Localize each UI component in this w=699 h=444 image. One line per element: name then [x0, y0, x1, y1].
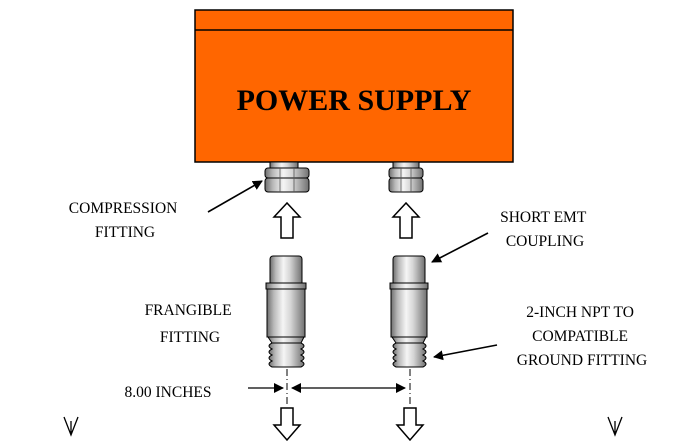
- right-frangible-fitting: [389, 255, 429, 368]
- short-emt-coupling-leader: [431, 232, 489, 263]
- frangible-fitting-label: FRANGIBLE FITTING: [145, 302, 236, 346]
- power-supply-body: [194, 9, 514, 163]
- ground-symbol-icon: [607, 416, 623, 437]
- power-supply-box: POWER SUPPLY: [194, 9, 514, 163]
- compression-fitting-label: COMPRESSION FITTING: [69, 200, 181, 241]
- npt-ground-fitting-leader: [433, 344, 498, 361]
- compression-fitting-leader: [207, 180, 263, 213]
- up-arrow-icon: [391, 201, 421, 239]
- power-supply-label: POWER SUPPLY: [237, 84, 472, 117]
- ground-symbol-icon: [63, 416, 79, 437]
- left-compression-fitting: [264, 161, 310, 193]
- short-emt-coupling-label: SHORT EMT COUPLING: [500, 209, 590, 250]
- spacing-dimension-label: 8.00 INCHES: [125, 384, 212, 401]
- right-compression-fitting: [388, 161, 424, 193]
- npt-ground-fitting-label: 2-INCH NPT TO COMPATIBLE GROUND FITTING: [517, 304, 647, 369]
- thread-icon: [268, 342, 305, 368]
- up-arrow-icon: [272, 201, 302, 239]
- down-arrow-icon: [272, 407, 302, 442]
- left-frangible-fitting: [265, 255, 307, 368]
- down-arrow-icon: [395, 407, 425, 442]
- thread-icon: [392, 342, 427, 368]
